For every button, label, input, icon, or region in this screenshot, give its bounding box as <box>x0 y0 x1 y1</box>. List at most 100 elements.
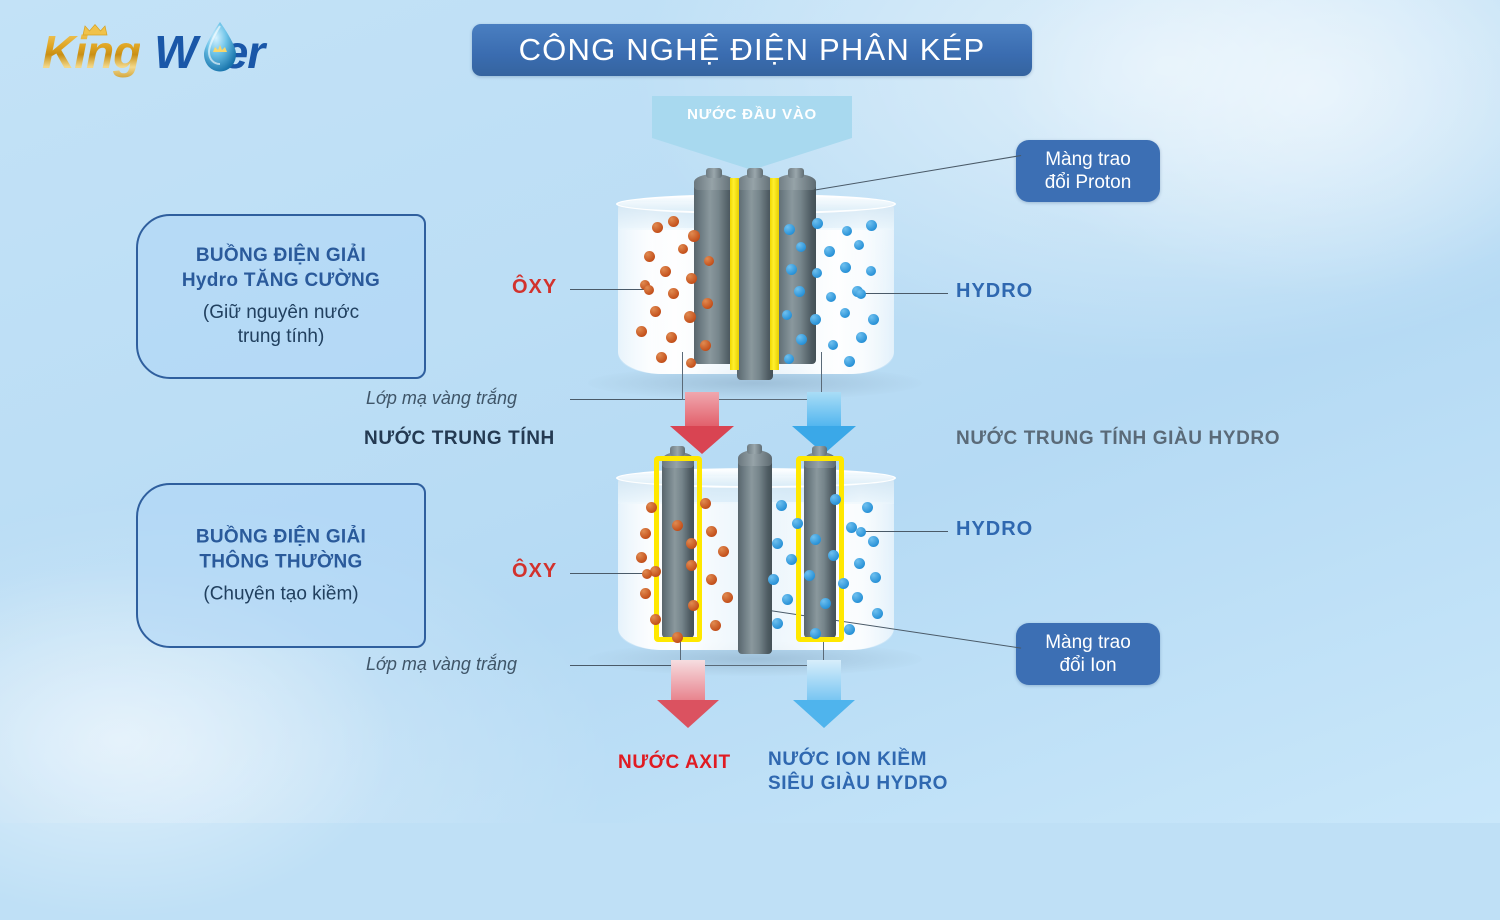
hydrogen-bubble <box>810 628 821 639</box>
callout-sub-line1: (Giữ nguyên nước <box>202 301 360 323</box>
oxy-label-lower: ÔXY <box>512 560 558 582</box>
tag-proton-line2: đổi Proton <box>1044 172 1132 193</box>
hydrogen-bubble <box>782 310 792 320</box>
electrode-cap-center <box>737 174 773 190</box>
plating-leader-line-upper <box>570 399 686 401</box>
arrow-stem <box>807 660 841 700</box>
oxygen-bubble <box>640 588 651 599</box>
oxy-leader-line-upper <box>570 289 648 291</box>
oxygen-bubble <box>678 244 688 254</box>
oxygen-bubble <box>668 216 679 227</box>
electrode-cap-left <box>694 174 734 190</box>
hydrogen-bubble <box>804 570 815 581</box>
output-hydrogen-rich-label: NƯỚC TRUNG TÍNH GIÀU HYDRO <box>956 428 1281 449</box>
oxygen-bubble <box>652 222 663 233</box>
plating-bracket-upper <box>682 352 822 400</box>
tag-proton-label: Màng trao đổi Proton <box>1045 148 1132 194</box>
proton-membrane-right <box>770 178 779 370</box>
callout-sub-line2: trung tính) <box>237 326 325 348</box>
callout-title-line1: BUỒNG ĐIỆN GIẢI <box>195 244 367 266</box>
hydrogen-bubble <box>844 356 855 367</box>
tag-proton-exchange-membrane: Màng trao đổi Proton <box>1016 140 1160 202</box>
oxygen-bubble <box>640 528 651 539</box>
oxygen-bubble <box>650 614 661 625</box>
hydro-leader-line-lower <box>862 531 948 533</box>
oxygen-bubble <box>660 266 671 277</box>
hydrogen-bubble <box>852 592 863 603</box>
hydrogen-bubble <box>856 332 867 343</box>
hydrogen-bubble <box>784 224 795 235</box>
output-alkaline-water-label: NƯỚC ION KIỀM SIÊU GIÀU HYDRO <box>768 748 948 797</box>
electrode-nub-right <box>812 446 827 456</box>
hydrogen-bubble <box>772 618 783 629</box>
oxygen-bubble <box>646 502 657 513</box>
callout-standard-chamber: BUỒNG ĐIỆN GIẢI THÔNG THƯỜNG (Chuyên tạo… <box>136 483 426 648</box>
plating-label-upper: Lớp mạ vàng trắng <box>366 388 517 408</box>
oxygen-bubble <box>686 358 696 368</box>
alkaline-water-arrow <box>792 660 856 728</box>
page-title-label: CÔNG NGHỆ ĐIỆN PHÂN KÉP <box>518 32 986 67</box>
hydrogen-bubble <box>828 550 839 561</box>
oxygen-bubble <box>668 288 679 299</box>
hydrogen-bubble <box>786 264 797 275</box>
callout-subtitle: (Giữ nguyên nước trung tính) <box>154 301 408 350</box>
arrow-stem <box>671 660 705 700</box>
tag-proton-line1: Màng trao <box>1045 148 1131 170</box>
hydro-leader-dot-lower <box>856 527 866 537</box>
hydrogen-bubble <box>792 518 803 529</box>
logo-king-text: King <box>42 23 140 79</box>
electrode-plate-right <box>776 182 816 364</box>
oxygen-bubble <box>718 546 729 557</box>
electrode-nub-left <box>706 168 722 178</box>
oxygen-bubble <box>672 632 683 643</box>
electrode-nub-right <box>788 168 804 178</box>
oxygen-bubble <box>650 306 661 317</box>
oxygen-bubble <box>722 592 733 603</box>
inlet-arrow-tip <box>652 138 852 170</box>
hydrogen-bubble <box>840 262 851 273</box>
hydrogen-bubble <box>768 574 779 585</box>
hydrogen-bubble <box>828 340 838 350</box>
hydrogen-bubble <box>846 522 857 533</box>
hydrogen-bubble <box>830 494 841 505</box>
callout-title-line1: BUỒNG ĐIỆN GIẢI <box>195 526 367 548</box>
output-alkaline-line1: NƯỚC ION KIỀM <box>768 749 928 770</box>
hydrogen-bubble <box>810 314 821 325</box>
plating-label-lower: Lớp mạ vàng trắng <box>366 654 517 674</box>
hydro-label-lower: HYDRO <box>956 518 1034 540</box>
callout-subtitle: (Chuyên tạo kiềm) <box>154 582 408 607</box>
hydrogen-bubble <box>796 242 806 252</box>
oxygen-bubble <box>686 560 697 571</box>
electrode-plate-left <box>694 182 734 364</box>
acid-water-arrow <box>656 660 720 728</box>
callout-title: BUỒNG ĐIỆN GIẢI THÔNG THƯỜNG <box>154 524 408 574</box>
brand-logo[interactable]: King W ter <box>42 22 265 82</box>
oxygen-bubble <box>706 526 717 537</box>
oxygen-bubble <box>700 340 711 351</box>
hydrogen-bubble <box>810 534 821 545</box>
tag-ion-line2: đổi Ion <box>1059 655 1117 676</box>
hydrogen-bubble <box>824 246 835 257</box>
hydrogen-bubble <box>872 608 883 619</box>
oxygen-bubble <box>686 538 697 549</box>
output-neutral-water-label: NƯỚC TRUNG TÍNH <box>364 428 555 449</box>
hydrogen-bubble <box>840 308 850 318</box>
ion-membrane-right <box>796 456 844 642</box>
oxygen-bubble <box>684 311 696 323</box>
water-droplet-icon <box>204 22 237 72</box>
oxygen-bubble <box>688 600 699 611</box>
callout-title-line2: Hydro TĂNG CƯỜNG <box>181 269 381 291</box>
hydro-leader-dot-upper <box>856 289 866 299</box>
electrode-nub-left <box>670 446 685 456</box>
crown-icon <box>82 23 108 36</box>
electrode-cap-center <box>738 450 772 466</box>
oxy-label-upper: ÔXY <box>512 276 558 298</box>
oxy-leader-dot-lower <box>642 569 652 579</box>
hydrogen-bubble <box>776 500 787 511</box>
hydrogen-bubble <box>786 554 797 565</box>
callout-inner: BUỒNG ĐIỆN GIẢI THÔNG THƯỜNG (Chuyên tạo… <box>138 524 424 607</box>
inlet-arrow-body <box>652 96 852 138</box>
page-title: CÔNG NGHỆ ĐIỆN PHÂN KÉP <box>472 24 1032 76</box>
tag-ion-exchange-membrane: Màng trao đổi Ion <box>1016 623 1160 685</box>
callout-inner: BUỒNG ĐIỆN GIẢI Hydro TĂNG CƯỜNG (Giữ ng… <box>138 243 424 351</box>
